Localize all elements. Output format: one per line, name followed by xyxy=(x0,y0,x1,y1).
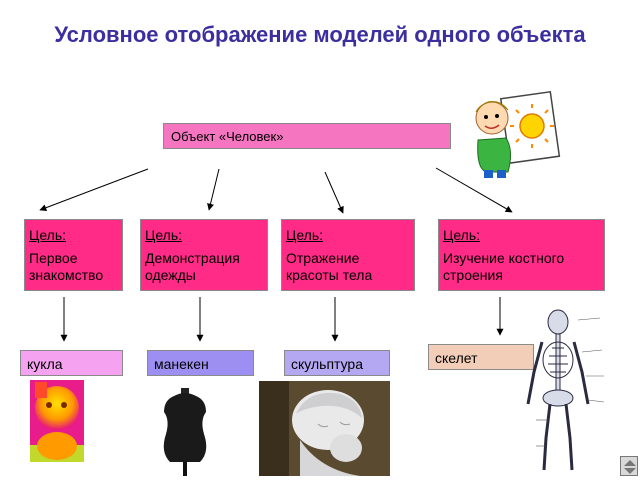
arrow-object-goal3 xyxy=(324,171,344,214)
model-box-sculpture: скульптура xyxy=(284,350,390,376)
arrow-object-goal4 xyxy=(435,167,513,213)
model-box-mannequin: манекен xyxy=(147,350,254,376)
goal-text: Отражение красоты тела xyxy=(286,250,373,283)
slide-title: Условное отображение моделей одного объе… xyxy=(54,22,586,47)
model-box-doll: кукла xyxy=(20,350,123,376)
arrows-icon xyxy=(624,460,636,474)
goal-box-body-beauty: Цель: Отражение красоты тела xyxy=(281,219,415,291)
model-box-skeleton: скелет xyxy=(428,344,534,370)
goal-text: Изучение костного строения xyxy=(443,250,565,283)
goal-text: Демонстрация одежды xyxy=(145,250,240,283)
arrow-object-goal1 xyxy=(39,168,149,212)
goal-box-first-acquaintance: Цель: Первое знакомство xyxy=(24,219,123,291)
arrow-object-goal2 xyxy=(207,168,220,211)
goal-heading: Цель: xyxy=(145,227,183,243)
goal-heading: Цель: xyxy=(443,227,481,243)
goal-box-bone-study: Цель: Изучение костного строения xyxy=(438,219,605,291)
goal-text: Первое знакомство xyxy=(29,250,104,283)
goal-heading: Цель: xyxy=(286,227,324,243)
goal-box-clothes-demo: Цель: Демонстрация одежды xyxy=(140,219,268,291)
goal-heading: Цель: xyxy=(29,227,67,243)
slide-nav-button[interactable] xyxy=(620,456,638,476)
object-human-box: Объект «Человек» xyxy=(163,123,451,149)
